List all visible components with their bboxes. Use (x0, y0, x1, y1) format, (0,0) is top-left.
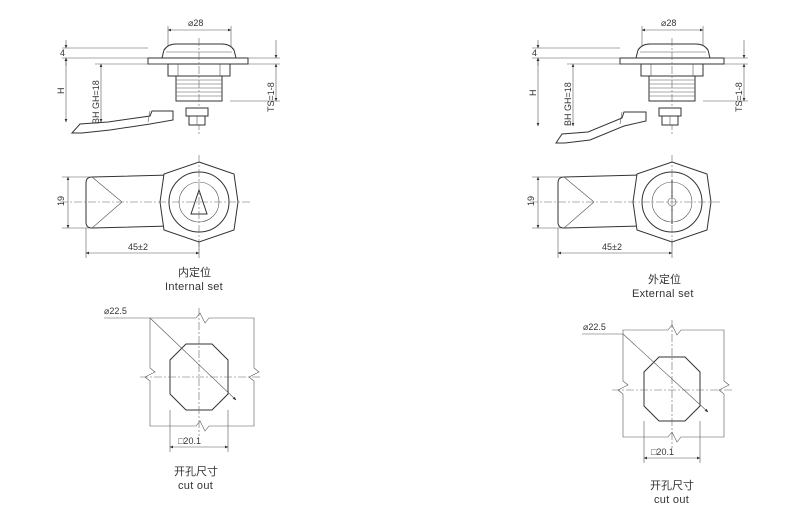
dim-h-label: H (528, 90, 538, 97)
internal-set-front-view: 19 45±2 (56, 155, 250, 258)
cutout-caption-en: cut out (654, 494, 689, 506)
dim-45-label: 45±2 (128, 242, 148, 252)
dia-28-label: ⌀28 (188, 18, 203, 28)
external-set-caption: 外定位 External set (632, 272, 694, 300)
cutout-caption-zh: 开孔尺寸 (650, 478, 694, 492)
cutout-sq-label: □20.1 (178, 436, 201, 446)
internal-set-caption: 内定位 Internal set (165, 265, 223, 293)
internal-cutout: ⌀22.5 □20.1 开孔尺寸 cut out (104, 306, 262, 492)
caption-en: External set (632, 288, 694, 300)
cutout-caption-en: cut out (178, 480, 213, 492)
external-set-side-view: ⌀28 4 H BH GH=18 TS=1-8 (528, 18, 748, 144)
dim-bh-label: BH GH=18 (91, 80, 101, 124)
dim-bh-label: BH GH=18 (563, 82, 573, 126)
caption-zh: 外定位 (648, 272, 681, 286)
cutout-dia-label: ⌀22.5 (104, 306, 127, 316)
dim-4-label: 4 (60, 48, 65, 58)
caption-zh: 内定位 (178, 265, 211, 279)
cutout-sq-label: □20.1 (651, 447, 674, 457)
dim-4-label: 4 (532, 48, 537, 58)
external-set-front-view: 19 45±2 (526, 155, 722, 258)
external-cutout: ⌀22.5 □20.1 开孔尺寸 cut out (582, 320, 734, 506)
caption-en: Internal set (165, 281, 223, 293)
dim-19-label: 19 (526, 196, 536, 206)
dim-h-label: H (56, 88, 66, 95)
dim-19-label: 19 (56, 196, 66, 206)
cutout-dia-label: ⌀22.5 (583, 322, 606, 332)
cutout-caption-zh: 开孔尺寸 (174, 464, 218, 478)
dim-45-label: 45±2 (602, 242, 622, 252)
dim-ts-label: TS=1-8 (734, 82, 744, 112)
internal-set-side-view: ⌀28 4 H BH GH=18 (56, 18, 280, 135)
dim-ts-label: TS=1-8 (266, 82, 276, 112)
dia-28-label: ⌀28 (661, 18, 676, 28)
